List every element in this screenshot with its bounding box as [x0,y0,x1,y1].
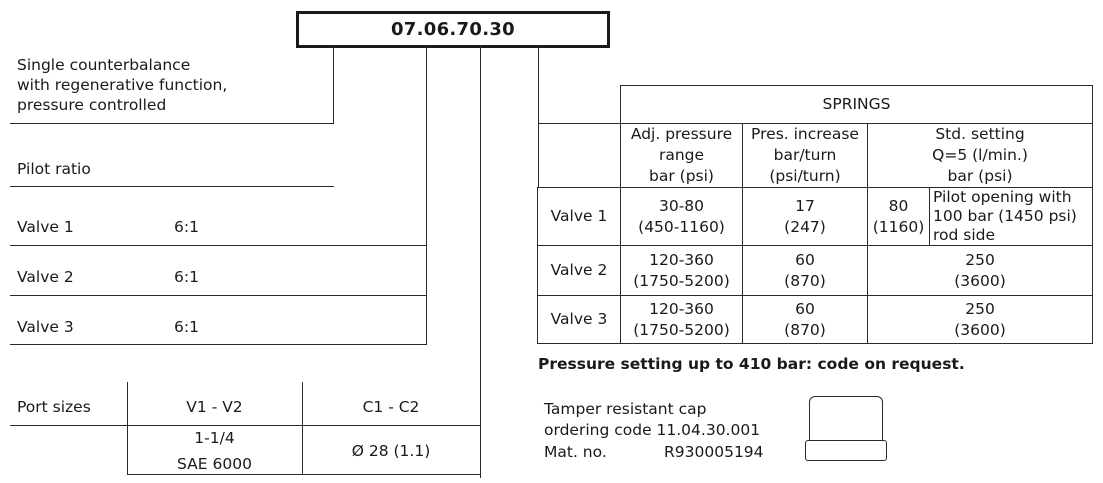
row-label: Valve 2 [537,245,621,296]
pilot-ratio-title: Pilot ratio [17,160,91,178]
ports-header-line [10,425,480,426]
description-line-2: with regenerative function, [17,76,228,94]
table-row: Valve 3 120-360 (1750-5200) 60 (870) 250… [537,295,1094,344]
cap-mat-label: Mat. no. [544,443,607,461]
increase-cell: 60 (870) [742,295,868,344]
description-underline [10,123,334,124]
port-v-value-line-2: SAE 6000 [177,455,252,473]
springs-title: SPRINGS [619,85,1094,124]
pressure-setting-note: Pressure setting up to 410 bar: code on … [538,355,965,373]
header-adj-pressure: Adj. pressure range bar (psi) [620,123,743,188]
port-c-value: Ø 28 (1.1) [351,442,431,460]
header-std-setting: Std. setting Q=5 (l/min.) bar (psi) [866,123,1094,188]
ports-divider-left [127,382,128,474]
port-header-c1-c2: C1 - C2 [362,398,420,416]
cap-line-2: ordering code 11.04.30.001 [544,421,761,439]
leader-line-description [333,45,334,123]
cap-line-1: Tamper resistant cap [544,400,707,418]
pilot-valve-2-value: 6:1 [174,268,199,286]
setting-cell: 250 (3600) [866,245,1094,296]
range-cell: 120-360 (1750-5200) [620,295,743,344]
pilot-valve-2-label: Valve 2 [17,268,74,286]
pilot-row-divider [10,295,427,296]
pilot-valve-1-label: Valve 1 [17,218,74,236]
range-cell: 30-80 (450-1160) [620,187,743,246]
increase-cell: 17 (247) [742,187,868,246]
setting-note-cell: Pilot opening with 100 bar (1450 psi) ro… [928,187,1094,246]
table-row: Valve 2 120-360 (1750-5200) 60 (870) 250… [537,245,1094,296]
increase-cell: 60 (870) [742,245,868,296]
cap-mat-value: R930005194 [664,443,764,461]
pilot-ratio-underline [10,186,334,187]
pilot-valve-3-value: 6:1 [174,318,199,336]
header-pres-increase: Pres. increase bar/turn (psi/turn) [742,123,868,188]
row-label: Valve 1 [537,187,621,246]
port-header-v1-v2: V1 - V2 [186,398,243,416]
pilot-row-divider [10,344,427,345]
pilot-valve-3-label: Valve 3 [17,318,74,336]
port-sizes-label: Port sizes [17,398,91,416]
ports-bottom-line [127,474,480,475]
cap-body-shape [809,396,883,440]
ordering-code-box: 07.06.70.30 [296,11,610,48]
setting-cell: 250 (3600) [866,295,1094,344]
cap-base-shape [805,440,887,461]
row-label: Valve 3 [537,295,621,344]
port-v-value-line-1: 1-1/4 [194,429,235,447]
range-cell: 120-360 (1750-5200) [620,245,743,296]
ordering-code: 07.06.70.30 [390,19,515,40]
ports-divider-mid [302,382,303,474]
table-row: Valve 1 30-80 (450-1160) 17 (247) 80 (11… [537,187,1094,246]
setting-cell: 80 (1160) [867,187,930,246]
description-line-1: Single counterbalance [17,56,191,74]
leader-line-pilot [426,45,427,345]
description-line-3: pressure controlled [17,96,167,114]
pilot-valve-1-value: 6:1 [174,218,199,236]
springs-table: SPRINGS Adj. pressure range bar (psi) Pr… [537,85,1094,344]
pilot-row-divider [10,245,427,246]
leader-line-ports [480,45,481,478]
